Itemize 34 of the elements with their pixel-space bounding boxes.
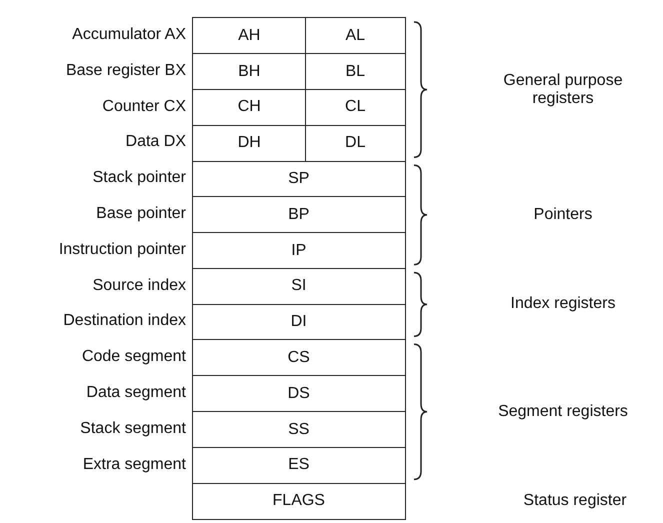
row-label: Destination index <box>63 312 186 330</box>
group-label: Segment registers <box>497 402 629 421</box>
row-label: Instruction pointer <box>58 240 186 259</box>
row-label: Extra segment <box>82 456 186 474</box>
row-label: Accumulator AX <box>72 26 186 44</box>
register-cell: DI <box>192 304 406 341</box>
register-cell: CL <box>305 88 406 126</box>
register-cell: IP <box>192 232 406 270</box>
register-cell: CS <box>192 339 406 377</box>
row-label: Counter CX <box>102 98 186 116</box>
row-label: Source index <box>92 276 186 294</box>
register-cell: AH <box>192 17 306 55</box>
register-cell: SS <box>192 411 406 448</box>
group-label: Status register <box>522 492 628 510</box>
row-label: Base register BX <box>66 62 186 80</box>
register-cell: AL <box>305 17 406 55</box>
register-cell: BP <box>192 196 406 234</box>
register-cell: DH <box>192 124 306 162</box>
group-label: Pointers <box>532 206 594 224</box>
register-cell: DL <box>305 124 406 162</box>
row-label: Data DX <box>126 133 186 152</box>
register-cell: DS <box>192 375 406 413</box>
register-cell: FLAGS <box>192 482 406 520</box>
register-cell: SI <box>192 268 406 306</box>
row-label: Data segment <box>86 384 186 402</box>
register-cell: BH <box>192 53 306 90</box>
row-label: Code segment <box>82 348 186 366</box>
row-label: Base pointer <box>96 204 186 223</box>
row-label: Stack pointer <box>92 169 186 188</box>
register-cell: ES <box>192 446 406 484</box>
row-label: Stack segment <box>80 420 186 438</box>
register-cell: BL <box>305 53 406 90</box>
group-label: General purpose registers <box>502 72 624 108</box>
group-label: Index registers <box>510 295 616 314</box>
